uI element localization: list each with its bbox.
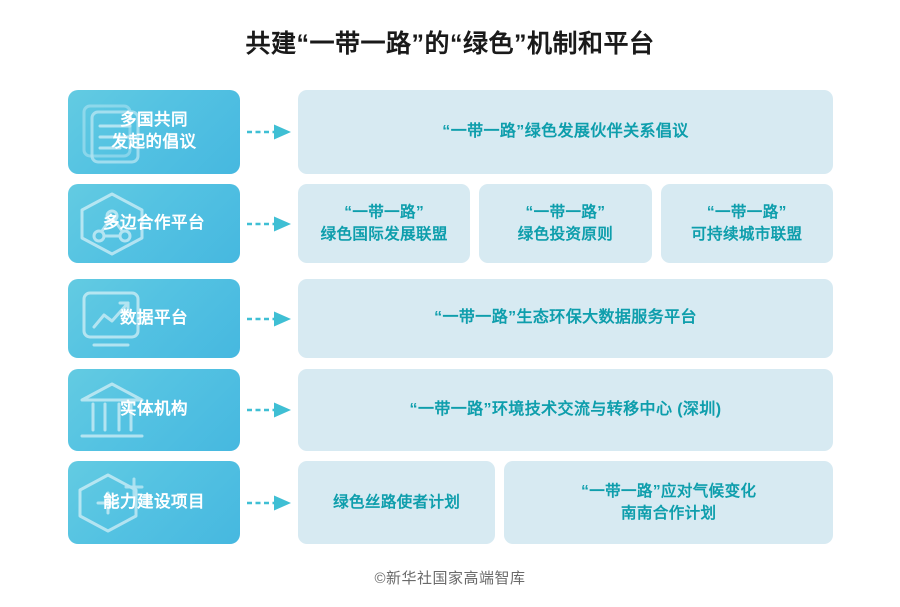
diagram-row-institution: 实体机构 “一带一路”环境技术交流与转移中心 (深圳) bbox=[0, 369, 900, 451]
diagram-row-initiative: 多国共同 发起的倡议 “一带一路”绿色发展伙伴关系倡议 bbox=[0, 90, 900, 174]
page-title: 共建“一带一路”的“绿色”机制和平台 bbox=[245, 30, 655, 58]
chart-screen-icon bbox=[74, 285, 150, 353]
hexagon-network-icon bbox=[74, 190, 150, 258]
panel-card[interactable]: “一带一路” 可持续城市联盟 bbox=[660, 184, 833, 263]
panel-group: “一带一路” 绿色国际发展联盟“一带一路” 绿色投资原则“一带一路” 可持续城市… bbox=[298, 184, 833, 263]
diagram-row-data: 数据平台 “一带一路”生态环保大数据服务平台 bbox=[0, 279, 900, 358]
panel-card[interactable]: “一带一路”应对气候变化 南南合作计划 bbox=[504, 461, 833, 544]
document-stack-icon bbox=[74, 98, 150, 166]
category-label: 数据平台 bbox=[120, 308, 188, 327]
panel-card[interactable]: “一带一路”环境技术交流与转移中心 (深圳) bbox=[298, 369, 833, 451]
category-chip-platform[interactable]: 多边合作平台 bbox=[68, 184, 240, 263]
category-chip-institution[interactable]: 实体机构 bbox=[68, 369, 240, 451]
footer-credit: ©新华社国家高端智库 bbox=[374, 570, 526, 587]
panel-group: “一带一路”生态环保大数据服务平台 bbox=[298, 279, 833, 358]
panel-card[interactable]: “一带一路”生态环保大数据服务平台 bbox=[298, 279, 833, 358]
diagram-row-capacity: 能力建设项目 绿色丝路使者计划“一带一路”应对气候变化 南南合作计划 bbox=[0, 461, 900, 544]
dashed-arrow-right-icon bbox=[240, 461, 298, 544]
dashed-arrow-right-icon bbox=[240, 369, 298, 451]
institution-bank-icon bbox=[74, 376, 150, 444]
panel-card[interactable]: “一带一路” 绿色投资原则 bbox=[479, 184, 652, 263]
panel-divider bbox=[652, 184, 661, 263]
dashed-arrow-right-icon bbox=[240, 184, 298, 263]
category-chip-capacity[interactable]: 能力建设项目 bbox=[68, 461, 240, 544]
dashed-arrow-right-icon bbox=[240, 279, 298, 358]
category-chip-initiative[interactable]: 多国共同 发起的倡议 bbox=[68, 90, 240, 174]
category-label: 多边合作平台 bbox=[103, 213, 205, 232]
category-label: 多国共同 发起的倡议 bbox=[111, 111, 197, 151]
dashed-arrow-right-icon bbox=[240, 90, 298, 174]
panel-card[interactable]: “一带一路”绿色发展伙伴关系倡议 bbox=[298, 90, 833, 174]
panel-divider bbox=[495, 461, 504, 544]
category-chip-data[interactable]: 数据平台 bbox=[68, 279, 240, 358]
panel-card[interactable]: 绿色丝路使者计划 bbox=[298, 461, 496, 544]
panel-card[interactable]: “一带一路” 绿色国际发展联盟 bbox=[298, 184, 471, 263]
panel-group: “一带一路”环境技术交流与转移中心 (深圳) bbox=[298, 369, 833, 451]
panel-divider bbox=[470, 184, 479, 263]
category-label: 实体机构 bbox=[120, 400, 188, 419]
hexagon-plus-icon bbox=[74, 469, 150, 537]
category-label: 能力建设项目 bbox=[103, 492, 205, 511]
diagram-row-platform: 多边合作平台 “一带一路” 绿色国际发展联盟“一带一路” 绿色投资原则“一带一路”… bbox=[0, 184, 900, 263]
panel-group: “一带一路”绿色发展伙伴关系倡议 bbox=[298, 90, 833, 174]
panel-group: 绿色丝路使者计划“一带一路”应对气候变化 南南合作计划 bbox=[298, 461, 833, 544]
